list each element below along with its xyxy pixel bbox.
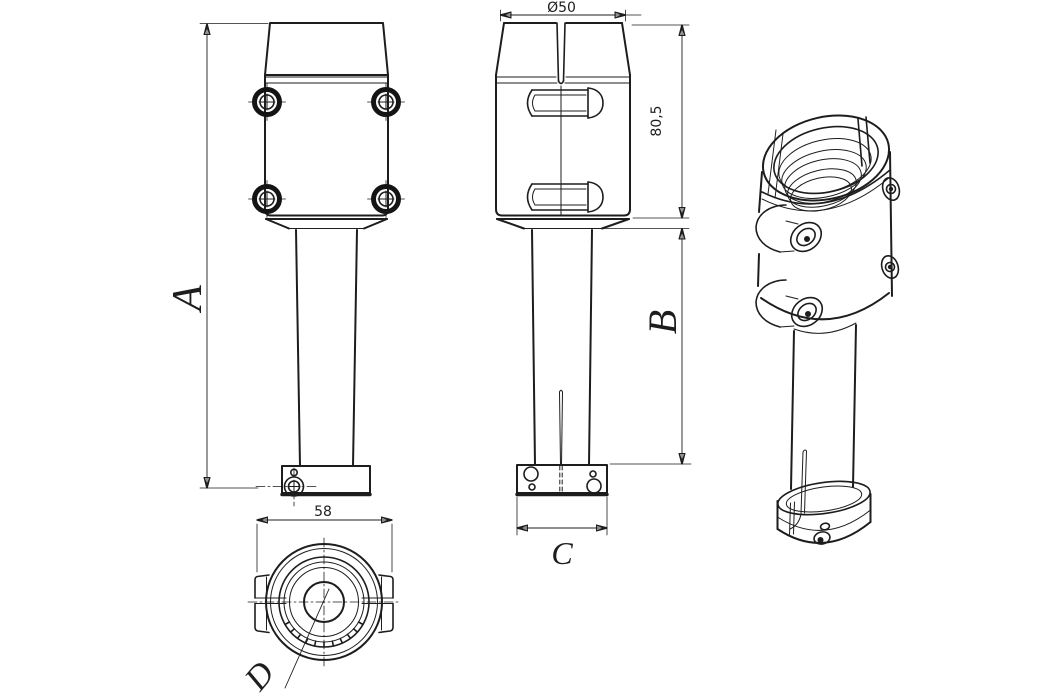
clamp-screw-icon bbox=[248, 83, 286, 121]
collar-hole-small bbox=[528, 483, 536, 491]
clamp-screw-icon bbox=[367, 83, 405, 121]
dimension-a: A bbox=[165, 23, 269, 489]
clamp-screw-icon bbox=[367, 180, 405, 218]
front-collar-screw bbox=[255, 467, 319, 507]
dimension-b: B bbox=[603, 229, 692, 465]
iso-bolt-lug-lower bbox=[755, 279, 824, 328]
front-cap-outline bbox=[264, 22, 389, 76]
iso-bolt-tip-right-upper bbox=[881, 176, 901, 202]
front-shaft-left-edge bbox=[295, 229, 301, 467]
dimension-diameter-label: Ø50 bbox=[547, 0, 576, 16]
dimension-80-5: 80,5 bbox=[631, 25, 690, 218]
front-shaft-right-edge bbox=[352, 229, 358, 467]
iso-bottom-collar bbox=[776, 480, 872, 545]
iso-rim-outer bbox=[761, 114, 891, 202]
dimension-c: C bbox=[517, 496, 607, 571]
iso-slot-edge bbox=[857, 118, 863, 167]
front-view: A bbox=[165, 22, 405, 507]
dimension-58-label: 58 bbox=[314, 504, 332, 520]
collar-hole-small bbox=[589, 470, 597, 478]
side-cap-slot bbox=[556, 22, 566, 85]
dimension-d-label: D bbox=[237, 655, 282, 699]
side-clamp-bolt-lower bbox=[526, 181, 604, 213]
isometric-view bbox=[755, 114, 901, 545]
collar-hole bbox=[586, 478, 602, 494]
dimension-b-label: B bbox=[640, 310, 685, 334]
side-view: Ø50 80,5 B C bbox=[495, 0, 692, 571]
iso-slot-edge bbox=[865, 116, 871, 164]
dimension-a-label: A bbox=[165, 285, 211, 314]
dimension-diameter-50: Ø50 bbox=[501, 0, 642, 22]
iso-shaft-slot bbox=[789, 449, 807, 530]
front-clamp-screws bbox=[248, 83, 405, 218]
bottom-view: 58 D bbox=[237, 504, 401, 699]
collar-hole bbox=[523, 466, 539, 482]
shaft-slot bbox=[559, 389, 563, 493]
dimension-58: 58 bbox=[257, 504, 392, 573]
bottom-ear-left bbox=[254, 574, 287, 634]
clamp-screw-icon bbox=[248, 180, 286, 218]
bottom-ear-right bbox=[361, 574, 394, 634]
front-clamp-body-outline bbox=[264, 74, 389, 217]
dimension-80-5-label: 80,5 bbox=[649, 105, 665, 136]
iso-bolt-tip-right-lower bbox=[880, 254, 900, 280]
side-clamp-bolt-upper bbox=[526, 87, 604, 119]
iso-seam bbox=[774, 133, 784, 199]
iso-seam bbox=[767, 129, 777, 195]
side-clamp-body-outline bbox=[495, 74, 631, 217]
dimension-c-label: C bbox=[551, 535, 573, 571]
iso-bolt-lug-upper bbox=[755, 204, 823, 253]
